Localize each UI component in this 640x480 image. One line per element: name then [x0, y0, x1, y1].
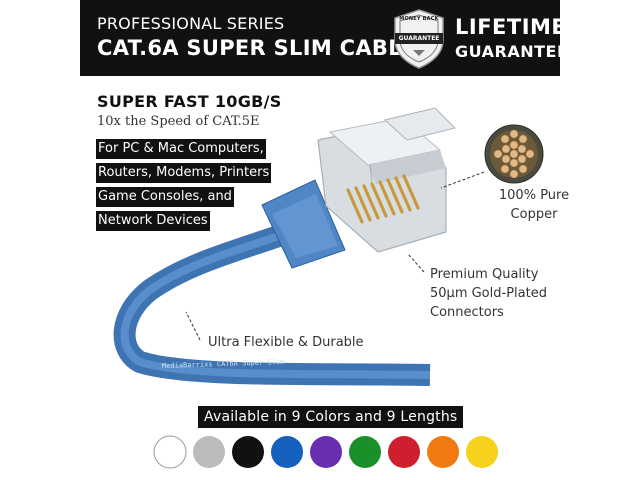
device-list-line: Game Consoles, and — [96, 187, 234, 207]
color-swatch — [232, 436, 264, 468]
copper-line: Copper — [510, 207, 558, 222]
color-swatch — [310, 436, 342, 468]
color-swatch — [466, 436, 498, 468]
badge-top-text: MONEY BACK — [399, 16, 439, 22]
device-list-line: For PC & Mac Computers, — [96, 139, 266, 159]
color-swatch — [153, 435, 187, 469]
top-banner: PROFESSIONAL SERIES CAT.6A SUPER SLIM CA… — [80, 0, 568, 76]
color-swatch — [349, 436, 381, 468]
guarantee-text: GUARANTEE — [455, 42, 569, 61]
speed-subline: 10x the Speed of CAT.5E — [97, 114, 260, 129]
copper-callout: 100% Pure Copper — [479, 186, 589, 224]
connector-line: 50µm Gold-Plated — [430, 286, 547, 301]
color-swatch — [388, 436, 420, 468]
connector-callout: Premium Quality 50µm Gold-Plated Connect… — [430, 265, 547, 322]
color-swatch — [271, 436, 303, 468]
device-list: For PC & Mac Computers, Routers, Modems,… — [96, 137, 286, 233]
speed-headline: SUPER FAST 10GB/S — [97, 92, 282, 111]
lifetime-text: LIFETIME — [455, 15, 567, 39]
series-title: PROFESSIONAL SERIES — [97, 14, 285, 33]
copper-line: 100% Pure — [498, 188, 570, 203]
shield-icon — [394, 9, 444, 69]
guarantee-badge: MONEY BACK GUARANTEE — [391, 8, 447, 70]
badge-main-text: GUARANTEE — [398, 35, 440, 42]
connector-line: Premium Quality — [430, 267, 539, 282]
device-list-line: Network Devices — [96, 211, 210, 231]
product-title: CAT.6A SUPER SLIM CABLE — [97, 36, 417, 60]
color-swatch — [193, 436, 225, 468]
device-list-line: Routers, Modems, Printers — [96, 163, 272, 183]
connector-line: Connectors — [430, 305, 504, 320]
availability-banner: Available in 9 Colors and 9 Lengths — [198, 406, 464, 428]
flexible-callout: Ultra Flexible & Durable — [208, 335, 364, 350]
color-swatch — [427, 436, 459, 468]
